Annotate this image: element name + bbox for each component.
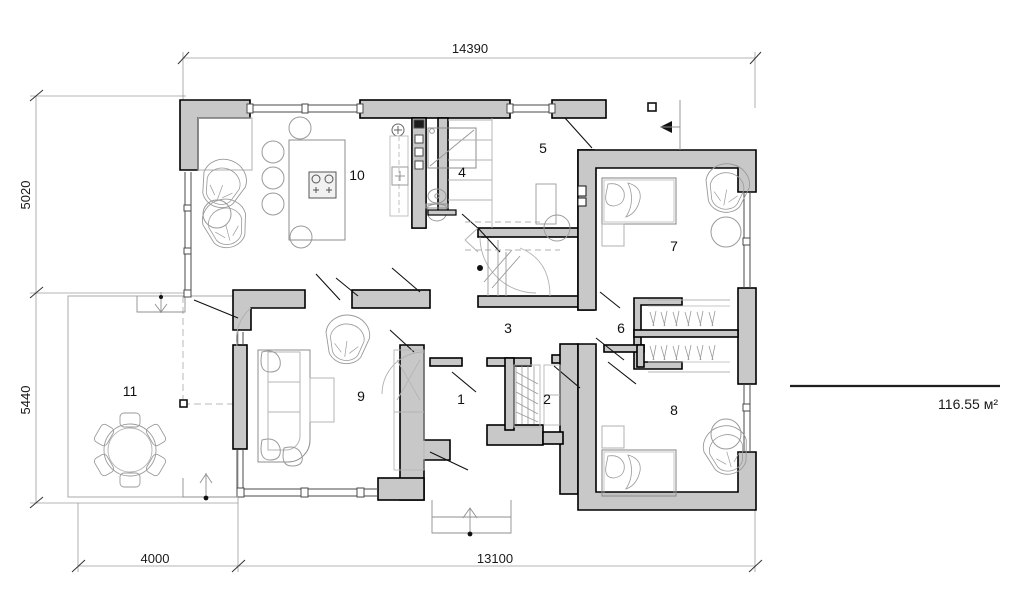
terrace-marker [179,399,188,408]
total-area-label: 116.55 м² [938,396,998,412]
dimension-top-label: 14390 [452,41,488,56]
room-number-bedroom-upper: 7 [670,238,678,254]
terrace-entry-arrows [136,292,186,313]
bedroom-7-furniture [601,159,754,301]
kitchen-appliances [389,119,425,217]
bedroom-8-furniture [601,371,755,497]
terrace-table-set [93,412,167,488]
room-number-entry-stair-hall: 5 [539,140,547,156]
dimension-left-upper-label: 5020 [18,181,33,210]
top-right-entry-marker [660,100,681,150]
stair-run [448,118,571,297]
main-entry-arrow [431,500,512,537]
terrace-exit-arrow [182,473,238,501]
dimension-bottom-main-label: 13100 [477,551,513,566]
room-number-layer: 1 2 3 4 5 6 7 8 9 10 11 [123,140,678,418]
bathroom-fixtures [425,127,477,222]
room-number-kitchen-dining: 10 [349,167,365,183]
kitchen-furniture [193,116,346,254]
room-number-bedroom-lower: 8 [670,402,678,418]
room-number-bathroom: 4 [458,164,466,180]
door-swing-arcs [235,236,537,395]
terrace-outline [67,295,239,498]
top-right-marker [647,102,657,112]
room-number-terrace: 11 [123,383,138,399]
room-number-wc: 2 [543,391,551,407]
walls [179,99,757,511]
room-number-hall: 3 [504,320,512,336]
living-room-furniture [257,311,373,467]
room-number-wardrobe: 6 [617,320,625,336]
dimension-lines [29,51,763,573]
room-number-living-room: 9 [357,388,365,404]
kitchen-counter [411,117,427,229]
dimension-bottom-left-label: 4000 [141,551,170,566]
wardrobe-contents [648,305,730,363]
living-room-closet [393,349,425,471]
door-leaders [193,117,637,471]
room-number-corridor: 1 [457,391,465,407]
wc-fixtures [513,364,561,428]
dimension-left-lower-label: 5440 [18,386,33,415]
windows [183,103,751,498]
